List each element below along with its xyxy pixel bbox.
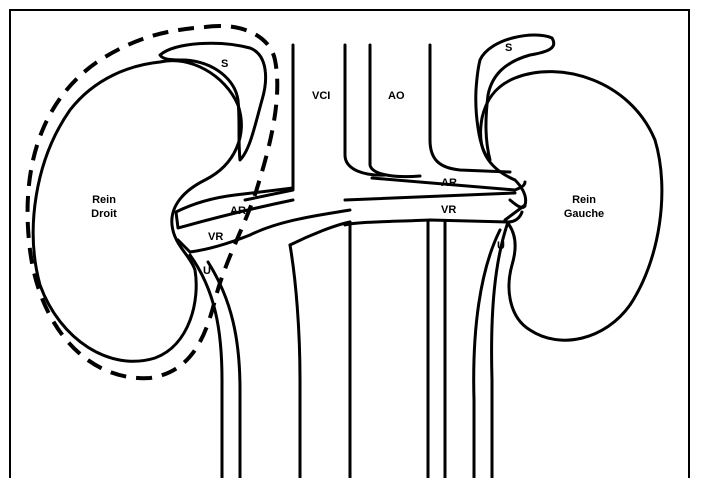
right-ureter-inner — [208, 262, 240, 478]
vci-label: VCI — [312, 90, 330, 102]
ao-left-wall — [370, 45, 420, 177]
left-vein-label: VR — [441, 204, 456, 216]
right-adrenal-label: S — [221, 58, 228, 70]
ao-right-wall — [430, 45, 510, 172]
vci-left-wall — [245, 45, 293, 200]
left-ureter-label: U — [497, 240, 505, 252]
left-artery-label: AR — [441, 177, 457, 189]
right-ureter-label: U — [203, 265, 211, 277]
left-ureter — [492, 222, 508, 478]
right-vein-lower — [290, 222, 350, 245]
left-renal-vein-lower — [345, 212, 522, 225]
right-kidney-label-1: Rein — [92, 194, 116, 206]
left-adrenal-label: S — [505, 42, 512, 54]
left-kidney-label-1: Rein — [572, 194, 596, 206]
right-artery-label: AR — [230, 205, 246, 217]
left-kidney-label-2: Gauche — [564, 208, 604, 220]
left-renal-vein-upper — [345, 193, 515, 200]
left-hilum — [510, 200, 525, 207]
ao-label: AO — [388, 90, 405, 102]
right-kidney-label-2: Droit — [91, 208, 117, 220]
right-vein-label: VR — [208, 231, 223, 243]
left-adrenal — [476, 35, 554, 160]
right-adrenal — [160, 43, 266, 160]
vci-right-wall — [345, 45, 385, 175]
vci-lower-left — [290, 245, 300, 478]
right-kidney-fascia-dashed — [28, 26, 278, 378]
